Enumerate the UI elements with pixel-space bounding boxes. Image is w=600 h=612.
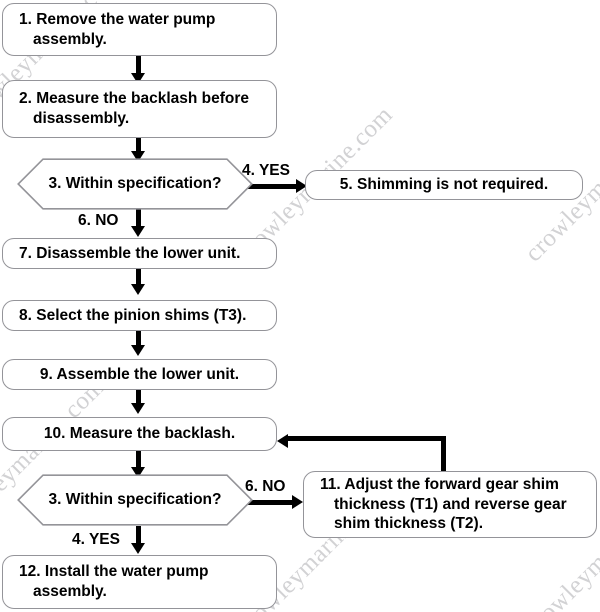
- process-node-8[interactable]: 8. Select the pinion shims (T3).: [2, 300, 277, 331]
- process-node-8-label: 8. Select the pinion shims (T3).: [19, 306, 247, 324]
- connector-3b-to-11-arrow: [292, 495, 303, 509]
- edge-label-no-top: 6. NO: [78, 212, 119, 229]
- hexagon-shape-icon: [17, 474, 253, 526]
- connector-9-to-10-line: [135, 390, 141, 405]
- process-node-10-label: 10. Measure the backlash.: [43, 425, 236, 443]
- process-node-1[interactable]: 1. Remove the water pump assembly.: [2, 3, 277, 56]
- decision-node-3b-label: 3. Within specification?: [48, 491, 222, 509]
- connector-7-to-8-line: [135, 269, 141, 286]
- process-node-10[interactable]: 10. Measure the backlash.: [2, 417, 277, 451]
- connector-1-to-2-arrow: [130, 73, 145, 84]
- hexagon-shape-icon: [17, 158, 253, 210]
- connector-1-to-2-line: [135, 56, 141, 75]
- process-node-9[interactable]: 9. Assemble the lower unit.: [2, 359, 277, 390]
- connector-3-to-7-arrow: [130, 226, 145, 237]
- connector-3-to-7-line: [135, 207, 141, 228]
- connector-3b-to-12-line: [135, 526, 141, 545]
- decision-node-3-label: 3. Within specification?: [48, 175, 222, 193]
- process-node-9-label: 9. Assemble the lower unit.: [39, 365, 240, 383]
- decision-node-3b[interactable]: 3. Within specification?: [17, 474, 253, 526]
- connector-8-to-9-arrow: [130, 345, 145, 356]
- connector-7-to-8-arrow: [130, 284, 145, 295]
- process-node-5-label: 5. Shimming is not required.: [339, 176, 549, 194]
- connector-9-to-10-arrow: [130, 403, 145, 414]
- connector-8-to-9-line: [135, 331, 141, 347]
- process-node-2[interactable]: 2. Measure the backlash before disassemb…: [2, 80, 277, 138]
- process-node-12[interactable]: 12. Install the water pump assembly.: [2, 555, 277, 609]
- process-node-7[interactable]: 7. Disassemble the lower unit.: [2, 238, 277, 269]
- connector-10-to-3b-arrow: [130, 467, 145, 478]
- edge-label-yes-top: 4. YES: [242, 162, 290, 179]
- edge-label-no-bottom: 6. NO: [245, 478, 286, 495]
- connector-10-to-3b-line: [135, 451, 141, 469]
- decision-node-3[interactable]: 3. Within specification?: [17, 158, 253, 210]
- connector-3-to-5-line: [246, 183, 300, 189]
- process-node-2-label: 2. Measure the backlash before disassemb…: [19, 90, 250, 127]
- connector-3b-to-12-arrow: [130, 543, 145, 554]
- connector-11-to-10-arrow: [277, 433, 288, 448]
- process-node-1-label: 1. Remove the water pump assembly.: [19, 10, 216, 48]
- edge-label-yes-bottom: 4. YES: [72, 531, 120, 548]
- connector-3b-to-11-line: [246, 500, 296, 505]
- connector-3-to-5-arrow: [296, 178, 307, 193]
- connector-2-to-3-line: [135, 138, 141, 154]
- connector-11-to-10-hline: [288, 436, 446, 441]
- process-node-12-label: 12. Install the water pump assembly.: [19, 563, 209, 600]
- process-node-5[interactable]: 5. Shimming is not required.: [305, 170, 583, 200]
- process-node-11-label: 11. Adjust the forward gear shim thickne…: [320, 475, 567, 533]
- process-node-7-label: 7. Disassemble the lower unit.: [19, 244, 241, 262]
- process-node-11[interactable]: 11. Adjust the forward gear shim thickne…: [303, 471, 597, 538]
- connector-11-to-10-vline: [441, 436, 446, 472]
- connector-2-to-3-arrow: [130, 151, 145, 162]
